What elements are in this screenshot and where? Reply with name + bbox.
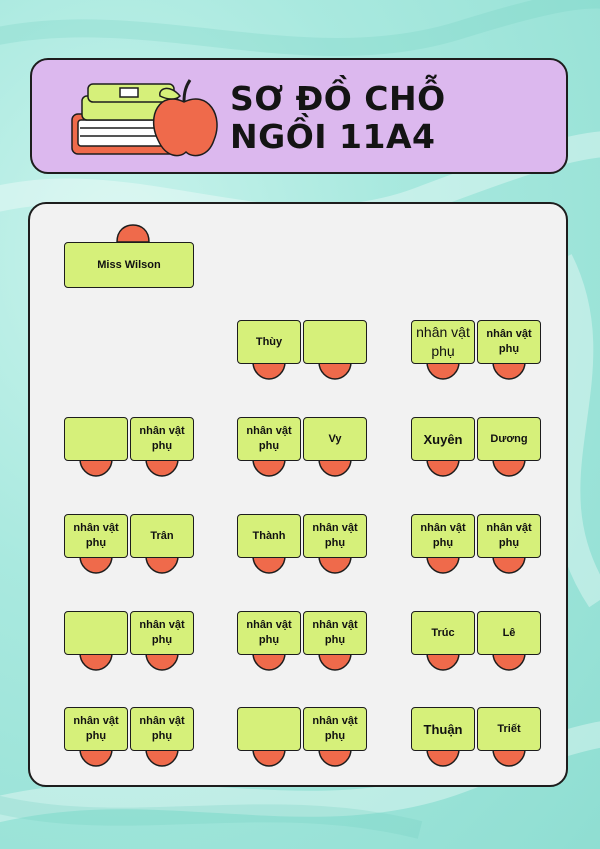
teacher-chair (116, 224, 150, 242)
chair (318, 653, 352, 671)
student-desk: nhân vật phụ (303, 611, 367, 655)
chair (252, 749, 286, 767)
student-desk (64, 417, 128, 461)
apple-icon (153, 79, 218, 157)
chair (79, 459, 113, 477)
teacher-desk: Miss Wilson (64, 242, 194, 288)
student-desk (237, 707, 301, 751)
student-desk (303, 320, 367, 364)
chair (252, 556, 286, 574)
chair (318, 556, 352, 574)
chair (318, 362, 352, 380)
student-desk (64, 611, 128, 655)
student-desk: nhân vật phụ (237, 611, 301, 655)
student-desk: nhân vật phụ (64, 707, 128, 751)
chair (252, 362, 286, 380)
chair (145, 556, 179, 574)
student-desk: nhân vật phụ (237, 417, 301, 461)
chair (492, 556, 526, 574)
student-desk: nhân vật phụ (411, 320, 475, 364)
student-desk: nhân vật phụ (130, 417, 194, 461)
chair (426, 653, 460, 671)
student-desk: nhân vật phụ (477, 320, 541, 364)
chair (79, 653, 113, 671)
chair (426, 556, 460, 574)
chair (492, 749, 526, 767)
student-desk: Vy (303, 417, 367, 461)
student-desk: Dương (477, 417, 541, 461)
header-banner: SƠ ĐỒ CHỖ NGỒI 11A4 (30, 58, 568, 174)
chair (426, 362, 460, 380)
student-desk: Lê (477, 611, 541, 655)
chair (79, 556, 113, 574)
student-desk: Thuận (411, 707, 475, 751)
student-desk: nhân vật phụ (477, 514, 541, 558)
student-desk: Triết (477, 707, 541, 751)
student-desk: nhân vật phụ (303, 514, 367, 558)
chair (318, 749, 352, 767)
chair (492, 459, 526, 477)
student-desk: nhân vật phụ (303, 707, 367, 751)
chair (318, 459, 352, 477)
student-desk: nhân vật phụ (130, 707, 194, 751)
student-desk: Thành (237, 514, 301, 558)
chair (145, 749, 179, 767)
student-desk: Xuyên (411, 417, 475, 461)
chair (79, 749, 113, 767)
student-desk: nhân vật phụ (130, 611, 194, 655)
student-desk: Trúc (411, 611, 475, 655)
chair (426, 459, 460, 477)
page-title: SƠ ĐỒ CHỖ NGỒI 11A4 (230, 79, 446, 156)
chair (426, 749, 460, 767)
chair (252, 653, 286, 671)
books-apple-illustration (71, 79, 218, 157)
student-desk: nhân vật phụ (64, 514, 128, 558)
student-desk: Thùy (237, 320, 301, 364)
student-desk: nhân vật phụ (411, 514, 475, 558)
chair (145, 459, 179, 477)
chair (252, 459, 286, 477)
chair (492, 653, 526, 671)
chair (492, 362, 526, 380)
chair (145, 653, 179, 671)
student-desk: Trân (130, 514, 194, 558)
